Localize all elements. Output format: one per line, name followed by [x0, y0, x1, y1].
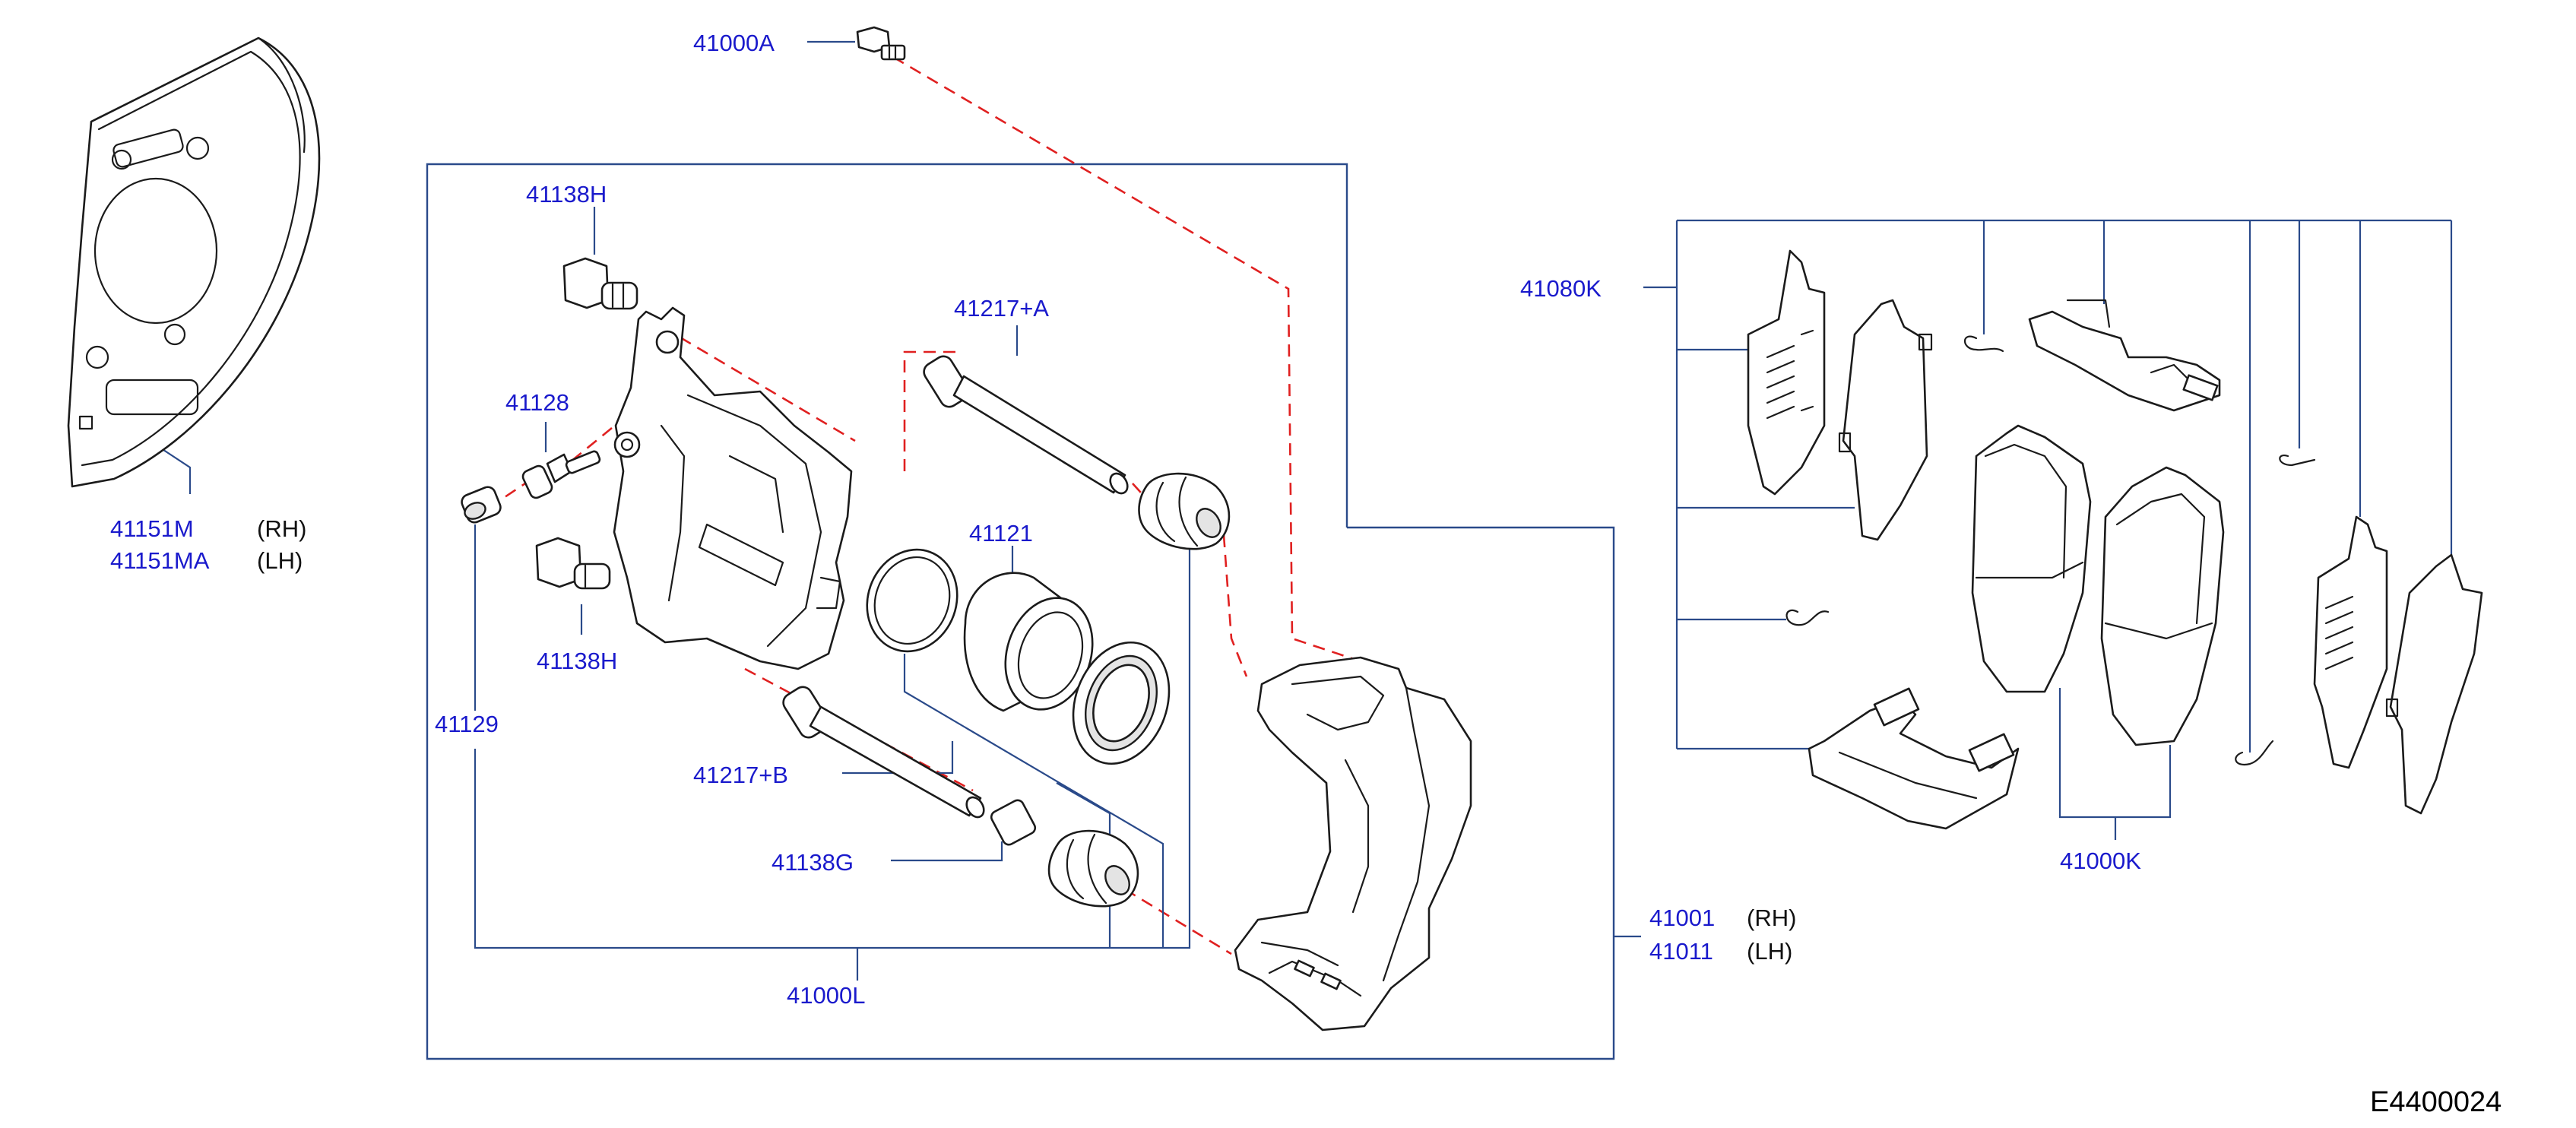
brake-pad-inner-illustration — [1971, 424, 2092, 693]
bolt-41000a-illustration — [856, 26, 906, 61]
shim-right-outer-illustration — [2385, 553, 2483, 815]
piston-illustration — [963, 572, 1094, 712]
caliper-bracket-illustration — [1234, 656, 1472, 1031]
label-41080k[interactable]: 41080K — [1520, 275, 1602, 302]
shim-outer-illustration — [1838, 299, 1933, 541]
piston-seal-illustration — [866, 548, 958, 653]
caliper-body-illustration — [613, 306, 853, 670]
label-41138h-upper[interactable]: 41138H — [526, 181, 607, 208]
shim-inner-illustration — [1747, 249, 1826, 496]
label-41151m[interactable]: 41151M — [110, 515, 194, 542]
leader-lines — [151, 40, 2453, 981]
lower-bolt-illustration — [535, 537, 611, 590]
bushing-illustration — [990, 799, 1037, 846]
label-41011-side: (LH) — [1747, 938, 1792, 965]
upper-bolt-illustration — [562, 257, 638, 310]
label-41001[interactable]: 41001 — [1649, 905, 1715, 931]
label-41138g[interactable]: 41138G — [772, 849, 854, 876]
bleeder-cap-illustration — [461, 486, 502, 524]
label-41151ma-side: (LH) — [257, 547, 303, 574]
pad-clip-lower-illustration — [1808, 687, 2020, 830]
piston-boot-illustration — [1072, 641, 1171, 765]
guide-pin-a-illustration — [923, 355, 1129, 495]
label-41217a[interactable]: 41217+A — [954, 295, 1049, 322]
part-labels: 41000A 41151M (RH) 41151MA (LH) 41138H 4… — [110, 30, 2502, 1118]
brake-pad-outer-illustration — [2100, 466, 2225, 746]
wear-indicator-clip-illustration — [1785, 335, 2316, 766]
caliper-assembly-frame — [426, 163, 1615, 1060]
pad-kit-frame — [1643, 219, 2451, 749]
label-41011[interactable]: 41011 — [1649, 938, 1713, 965]
label-41000a[interactable]: 41000A — [693, 30, 775, 56]
label-41129[interactable]: 41129 — [435, 711, 499, 737]
shim-right-inner-illustration — [2313, 515, 2388, 769]
label-41217b[interactable]: 41217+B — [693, 762, 788, 788]
label-41001-side: (RH) — [1747, 905, 1796, 931]
dust-shield-illustration — [67, 36, 321, 488]
boot-b-illustration — [1047, 829, 1139, 908]
diagram-code: E4400024 — [2370, 1086, 2502, 1118]
bleeder-screw-illustration — [521, 450, 601, 499]
label-41000l[interactable]: 41000L — [787, 982, 865, 1009]
label-41151m-side: (RH) — [257, 515, 306, 542]
label-41000k[interactable]: 41000K — [2060, 848, 2141, 874]
guide-pin-b-illustration — [782, 686, 985, 819]
label-41121[interactable]: 41121 — [969, 520, 1033, 547]
label-41151ma[interactable]: 41151MA — [110, 547, 210, 574]
label-41138h-lower[interactable]: 41138H — [537, 648, 617, 674]
pad-clip-upper-illustration — [2028, 299, 2221, 412]
boot-a-illustration — [1138, 472, 1231, 550]
label-41128[interactable]: 41128 — [505, 389, 569, 416]
